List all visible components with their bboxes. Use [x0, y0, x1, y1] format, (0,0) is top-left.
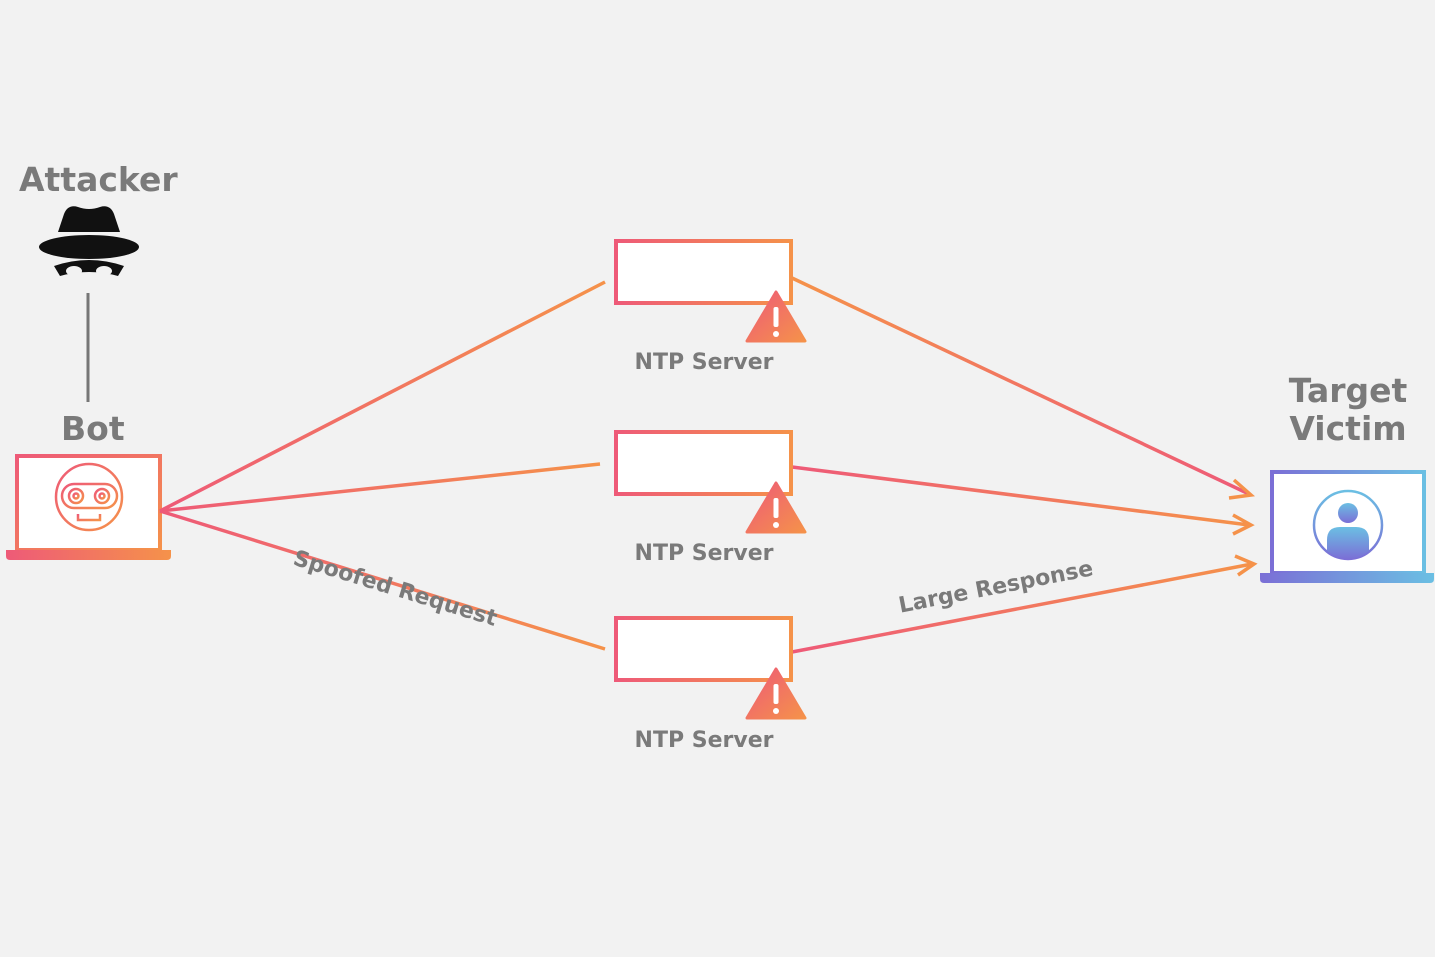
target-label-line2: Victim: [1289, 409, 1407, 448]
bot-label: Bot: [61, 409, 125, 448]
robot-face-icon: [54, 462, 124, 532]
edge-server-1-target: [791, 276, 1250, 496]
ntp-server-1-label: NTP Server: [634, 350, 774, 375]
ntp-server-2-icon[interactable]: [614, 430, 807, 534]
target-laptop[interactable]: [1260, 470, 1434, 583]
edge-server-2-target: [791, 465, 1250, 527]
edge-bot-server-3: [159, 509, 606, 651]
edge-server-3-target: [791, 562, 1253, 654]
target-label-line1: Target: [1288, 371, 1408, 410]
edge-bot-server-2: [159, 462, 601, 513]
ntp-server-2-label: NTP Server: [634, 541, 774, 566]
warning-icon: [745, 290, 807, 343]
arrowhead-2: [1232, 513, 1255, 536]
request-edges: [159, 280, 606, 651]
user-icon: [1312, 489, 1384, 561]
spy-hat-mask-icon: [39, 206, 139, 276]
bot-laptop[interactable]: [6, 454, 171, 560]
arrowhead-1: [1228, 478, 1256, 500]
attacker-label: Attacker: [19, 160, 178, 199]
warning-icon: [745, 481, 807, 534]
edge-bot-server-1: [159, 280, 606, 513]
arrowhead-3: [1234, 554, 1258, 577]
warning-icon: [745, 667, 807, 720]
ntp-server-3-label: NTP Server: [634, 728, 774, 753]
response-edges: [791, 276, 1258, 654]
ntp-server-1-icon[interactable]: [614, 239, 807, 343]
ntp-server-3-icon[interactable]: [614, 616, 807, 720]
